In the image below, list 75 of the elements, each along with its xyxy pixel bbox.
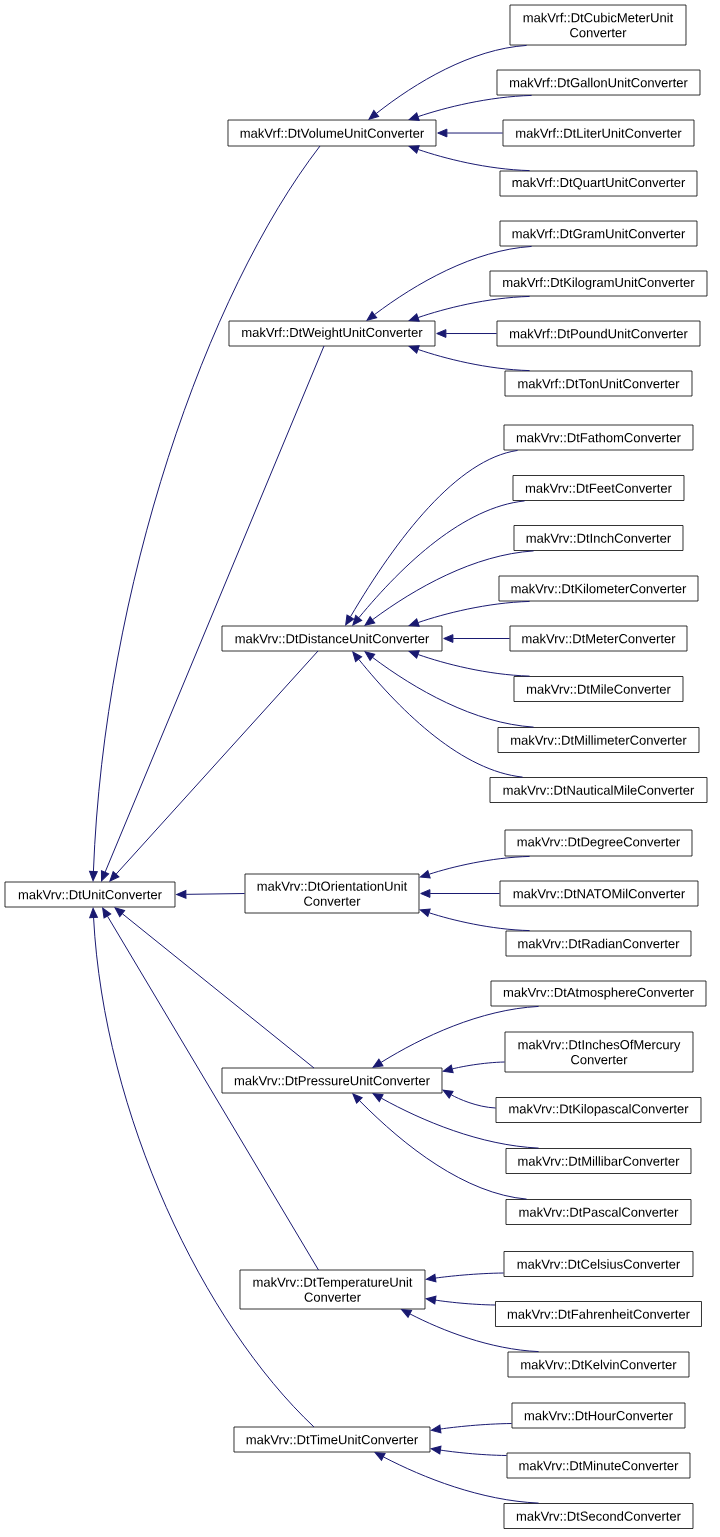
inheritance-arrow xyxy=(408,650,531,677)
class-box: makVrv::DtPascalConverter xyxy=(505,1199,692,1225)
inheritance-arrow xyxy=(425,1272,505,1283)
class-box: makVrf::DtQuartUnitConverter xyxy=(499,170,698,197)
class-box: makVrv::DtMinuteConverter xyxy=(506,1452,691,1479)
inheritance-arrow xyxy=(109,650,319,882)
inheritance-arrow xyxy=(176,890,246,899)
inheritance-arrow xyxy=(408,145,531,172)
class-box: makVrf::DtLiterUnitConverter xyxy=(502,119,695,147)
class-box: makVrv::DtKelvinConverter xyxy=(507,1351,690,1378)
class-box: makVrv::DtCelsiusConverter xyxy=(503,1251,694,1277)
class-box: makVrv::DtNATOMilConverter xyxy=(499,880,699,907)
class-box: makVrv::DtDegreeConverter xyxy=(504,829,693,857)
class-box: makVrv::DtFathomConverter xyxy=(503,424,694,451)
inheritance-arrow xyxy=(420,889,501,898)
inheritance-arrow xyxy=(372,1093,540,1149)
inheritance-arrow xyxy=(443,634,511,643)
class-box: makVrv::DtInchesOfMercury Converter xyxy=(504,1031,694,1073)
class-box: makVrf::DtWeightUnitConverter xyxy=(228,320,436,347)
inheritance-arrow xyxy=(364,651,535,728)
class-box: makVrv::DtRadianConverter xyxy=(505,930,692,957)
class-box: makVrf::DtGallonUnitConverter xyxy=(496,69,701,96)
class-box: makVrv::DtTemperatureUnit Converter xyxy=(239,1269,426,1310)
class-box: makVrv::DtUnitConverter xyxy=(4,881,176,908)
class-box: makVrv::DtMillibarConverter xyxy=(505,1148,692,1174)
class-box: makVrf::DtKilogramUnitConverter xyxy=(489,270,708,297)
inheritance-arrow xyxy=(372,1005,540,1068)
inheritance-arrow xyxy=(408,345,531,372)
class-box: makVrv::DtFahrenheitConverter xyxy=(495,1301,702,1327)
class-box: makVrv::DtMileConverter xyxy=(513,676,684,702)
class-box: makVrv::DtMeterConverter xyxy=(509,625,688,652)
inheritance-arrow xyxy=(364,550,535,626)
class-box: makVrv::DtNauticalMileConverter xyxy=(489,777,708,803)
class-box: makVrf::DtCubicMeterUnit Converter xyxy=(509,4,687,46)
inheritance-arrow xyxy=(430,1445,508,1456)
inheritance-arrow xyxy=(102,907,319,1271)
class-box: makVrv::DtKilopascalConverter xyxy=(495,1097,702,1123)
inheritance-arrow xyxy=(437,128,504,138)
inheritance-arrow xyxy=(89,907,315,1428)
inheritance-arrow xyxy=(352,651,524,778)
inheritance-arrow xyxy=(352,1093,528,1200)
inheritance-arrow xyxy=(366,245,533,321)
inheritance-arrow xyxy=(430,1423,513,1434)
class-box: makVrv::DtOrientationUnit Converter xyxy=(244,873,420,914)
inheritance-arrow xyxy=(442,1061,506,1074)
inheritance-arrow xyxy=(401,1309,540,1353)
class-box: makVrv::DtAtmosphereConverter xyxy=(490,980,707,1007)
inheritance-arrow xyxy=(89,145,321,882)
inheritance-arrow xyxy=(419,908,531,932)
class-box: makVrf::DtTonUnitConverter xyxy=(504,370,693,397)
inheritance-arrow xyxy=(436,329,498,338)
class-box: makVrf::DtVolumeUnitConverter xyxy=(227,119,437,147)
inheritance-arrow xyxy=(408,295,531,322)
class-box: makVrv::DtInchConverter xyxy=(513,525,684,551)
inheritance-arrow xyxy=(419,855,531,879)
class-box: makVrf::DtPoundUnitConverter xyxy=(496,320,701,347)
class-box: makVrv::DtSecondConverter xyxy=(503,1503,694,1529)
inheritance-arrow xyxy=(345,449,519,626)
inheritance-arrow xyxy=(408,94,533,121)
class-box: makVrv::DtDistanceUnitConverter xyxy=(221,625,443,652)
inheritance-arrow xyxy=(352,500,526,626)
inheritance-arrow xyxy=(425,1295,496,1306)
class-box: makVrv::DtFeetConverter xyxy=(512,475,685,501)
inheritance-arrow xyxy=(374,1452,540,1504)
class-box: makVrv::DtKilometerConverter xyxy=(498,575,699,602)
class-box: makVrv::DtPressureUnitConverter xyxy=(221,1067,443,1094)
class-box: makVrf::DtGramUnitConverter xyxy=(499,220,698,247)
class-box: makVrv::DtTimeUnitConverter xyxy=(233,1426,431,1453)
class-box: makVrv::DtHourConverter xyxy=(511,1402,686,1429)
inheritance-arrow xyxy=(408,600,531,627)
inheritance-arrow xyxy=(442,1089,497,1109)
inheritance-arrow xyxy=(114,907,315,1069)
inheritance-arrow xyxy=(368,44,528,120)
inheritance-arrow xyxy=(100,345,325,882)
class-box: makVrv::DtMillimeterConverter xyxy=(497,727,700,753)
